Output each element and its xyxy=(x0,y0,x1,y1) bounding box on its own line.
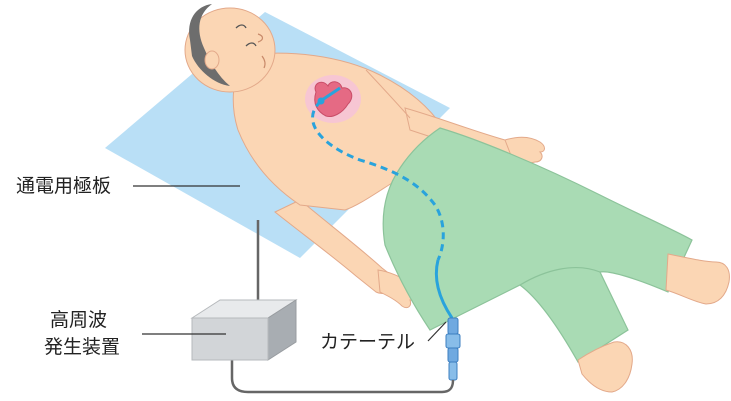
generator-cable xyxy=(232,360,453,392)
ear xyxy=(205,51,219,69)
label-generator-line2: 発生装置 xyxy=(44,334,120,360)
label-generator-line1: 高周波 xyxy=(50,307,107,333)
pants xyxy=(383,128,692,362)
right-foot xyxy=(666,254,729,304)
label-electrode-plate: 通電用極板 xyxy=(16,173,111,199)
label-catheter: カテーテル xyxy=(320,329,415,355)
generator-box-icon xyxy=(192,300,296,360)
catheter-connector-icon xyxy=(446,318,460,380)
